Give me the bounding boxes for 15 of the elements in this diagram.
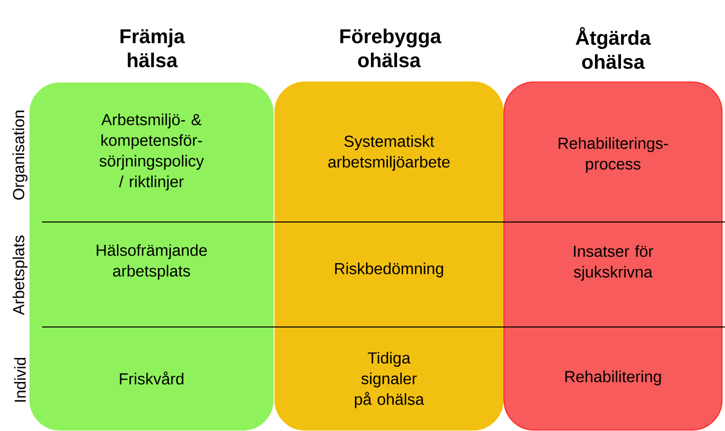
row-label: Arbetsplats (12, 236, 28, 315)
cell-label: Tidiga signaler på ohälsa (354, 352, 424, 408)
cell-label: Insatser för sjukskrivna (574, 245, 654, 281)
cell-label: Friskvård (120, 371, 184, 384)
row-label: Organisation (12, 110, 28, 200)
row-label: Individ (14, 358, 26, 402)
column-heading: Främja hälsa (120, 28, 185, 68)
cell-label: Hälsofrämjande arbetsplats (96, 244, 207, 280)
cell-label: Rehabiliterings- process (558, 137, 668, 173)
column-heading: Åtgärda ohälsa (576, 27, 651, 69)
cell-label: Systematiskt arbetsmiljöarbete (328, 135, 450, 171)
cell-label: Riskbedömning (335, 262, 444, 278)
cell-label: Rehabilitering (565, 370, 661, 386)
cell-label: Arbetsmiljö- & kompetensför- sörjningspolicy / riktlinjer (99, 114, 204, 190)
column-heading: Förebygga ohälsa (340, 28, 442, 68)
